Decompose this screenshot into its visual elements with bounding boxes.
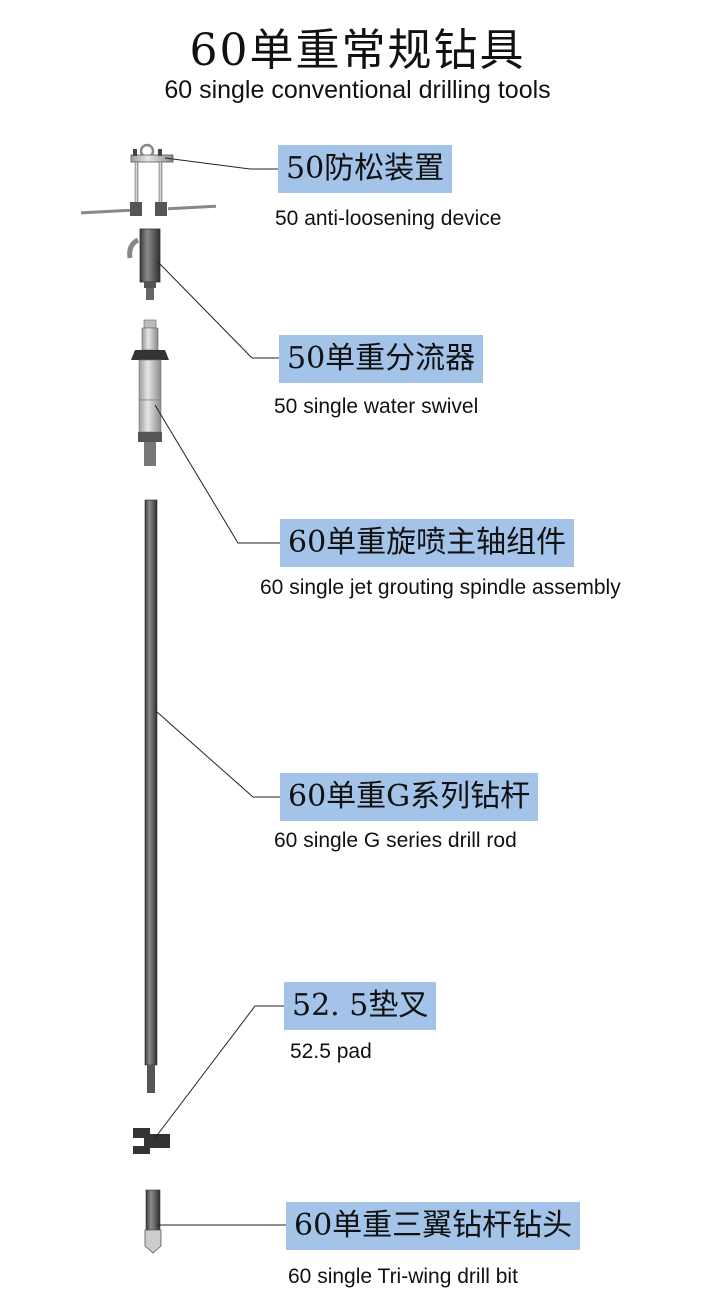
leader-line-pad [154, 1005, 284, 1139]
water-swivel-illustration [127, 228, 161, 300]
leader-lines [154, 157, 286, 1226]
label-en-spindle: 60 single jet grouting spindle assembly [260, 576, 621, 599]
label-cn-spindle: 60单重旋喷主轴组件 [280, 519, 575, 567]
drill-bit-illustration [144, 1189, 162, 1254]
title-english: 60 single conventional drilling tools [164, 76, 551, 104]
title-chinese: 60单重常规钻具 [189, 25, 526, 76]
label-cn-water-swivel: 50单重分流器 [279, 335, 484, 383]
label-en-drill-bit: 60 single Tri-wing drill bit [288, 1265, 518, 1288]
leader-line-water-swivel [157, 261, 280, 359]
leader-line-spindle [154, 404, 280, 544]
label-cn-drill-rod: 60单重G系列钻杆 [280, 773, 539, 821]
label-cn-pad: 52. 5垫叉 [284, 982, 437, 1030]
label-en-anti-loosening: 50 anti-loosening device [275, 207, 502, 230]
label-cn-anti-loosening: 50防松装置 [278, 145, 453, 193]
label-en-pad: 52.5 pad [290, 1040, 372, 1063]
label-en-drill-rod: 60 single G series drill rod [274, 829, 517, 852]
pad-illustration [133, 1128, 170, 1154]
leader-line-anti-loosening [164, 157, 278, 170]
label-cn-drill-bit: 60单重三翼钻杆钻头 [286, 1202, 581, 1250]
anti-loosening-device-illustration [80, 143, 217, 216]
label-en-water-swivel: 50 single water swivel [274, 395, 479, 418]
drill-rod-illustration [144, 499, 158, 1093]
spindle-assembly-illustration [131, 319, 169, 466]
leader-line-drill-rod [156, 711, 280, 798]
